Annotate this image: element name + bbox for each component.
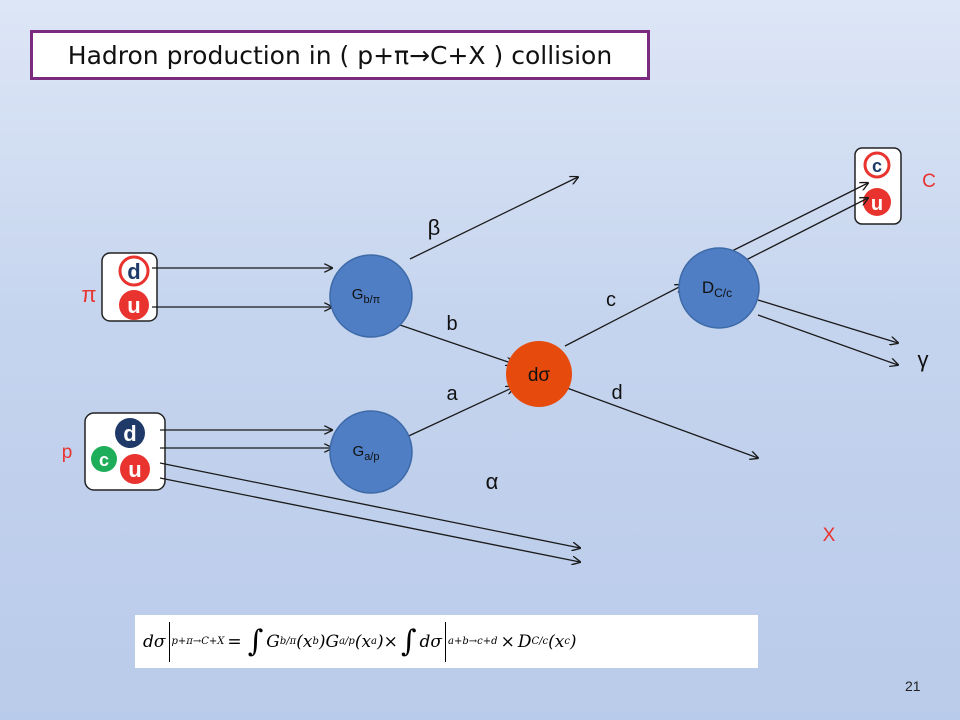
C-quark-c-circle: [863, 151, 891, 179]
arrow-b: [399, 324, 514, 364]
arrow-to-C-1: [729, 183, 868, 253]
C-quark-u-circle: [863, 188, 891, 216]
proton-quark-d: d: [123, 421, 136, 446]
formula-xa: (x: [354, 631, 372, 652]
formula-D-sub: C/c: [531, 636, 549, 647]
formula-G2: )G: [318, 631, 340, 652]
C-quark-u: u: [871, 193, 883, 215]
arrow-proton-4: [159, 477, 580, 562]
D-C-c-label: DC/c: [702, 278, 732, 300]
label-p: p: [62, 442, 73, 463]
arrow-c: [564, 285, 683, 347]
formula-eval-bar-2: [445, 621, 447, 662]
formula-G1: G: [266, 631, 280, 652]
formula-xa-sub: a: [371, 636, 378, 647]
formula-xc: (x: [548, 631, 565, 652]
formula-G2-sub: a/p: [339, 636, 355, 647]
arrow-gamma-2: [757, 314, 898, 365]
G-b-pi-label: Gb/π: [352, 286, 381, 306]
G-b-pi-node: [329, 254, 413, 338]
proton-quark-c-circle: [91, 446, 117, 472]
label-alpha: α: [486, 469, 499, 494]
formula-dsigma-sub: a+b→c+d: [448, 636, 498, 647]
proton-quark-c: c: [99, 450, 109, 470]
formula-D: D: [517, 631, 532, 652]
label-c: c: [606, 289, 616, 311]
G-a-p-node: [329, 410, 413, 494]
page-number: 21: [905, 678, 921, 694]
formula-xb-sub: b: [312, 636, 319, 647]
proton-quark-u: u: [128, 457, 141, 482]
D-C-c-node: [678, 247, 760, 329]
formula-G1-sub: b/π: [279, 636, 297, 647]
G-a-p-label: Ga/p: [353, 443, 380, 463]
label-d: d: [611, 382, 622, 404]
formula-lhs: dσ: [143, 631, 166, 652]
arrow-d: [566, 387, 758, 458]
formula-times-1: )×: [377, 631, 398, 652]
formula-xb: (x: [296, 631, 313, 652]
pion-quark-u: u: [127, 293, 140, 318]
label-X: X: [823, 525, 836, 546]
proton-quark-d-circle: [115, 418, 145, 448]
formula-close: ): [569, 631, 577, 652]
pion-quark-u-circle: [119, 290, 149, 320]
formula-lhs-sub: p+π→C+X: [171, 636, 225, 647]
formula-eval-bar: [168, 621, 170, 662]
dsigma-label: dσ: [528, 365, 551, 386]
label-gamma: γ: [918, 347, 929, 372]
formula-integral-1: ∫: [247, 623, 264, 659]
pion-quark-d: d: [127, 259, 140, 284]
label-pi: π: [81, 282, 96, 307]
label-a: a: [446, 383, 458, 405]
pion-quark-d-circle: [118, 255, 150, 287]
formula-integral-2: ∫: [400, 623, 417, 659]
arrow-to-C-2: [741, 198, 868, 263]
label-b: b: [446, 313, 457, 335]
proton-quark-u-circle: [120, 454, 150, 484]
formula-xc-sub: c: [564, 636, 570, 647]
arrow-gamma-1: [757, 299, 898, 343]
formula-times-2: ×: [500, 631, 515, 652]
arrow-proton-3: [159, 462, 580, 548]
slide-title: Hadron production in ( p+π→C+X ) collisi…: [30, 30, 650, 80]
label-C: C: [922, 171, 936, 192]
C-quark-c: c: [872, 156, 882, 176]
label-beta: β: [428, 215, 441, 240]
arrow-a: [399, 387, 514, 441]
formula-dsigma: dσ: [419, 631, 443, 652]
arrow-beta: [409, 177, 578, 260]
dsigma-node: [506, 341, 572, 407]
formula-equals: =: [227, 631, 242, 652]
